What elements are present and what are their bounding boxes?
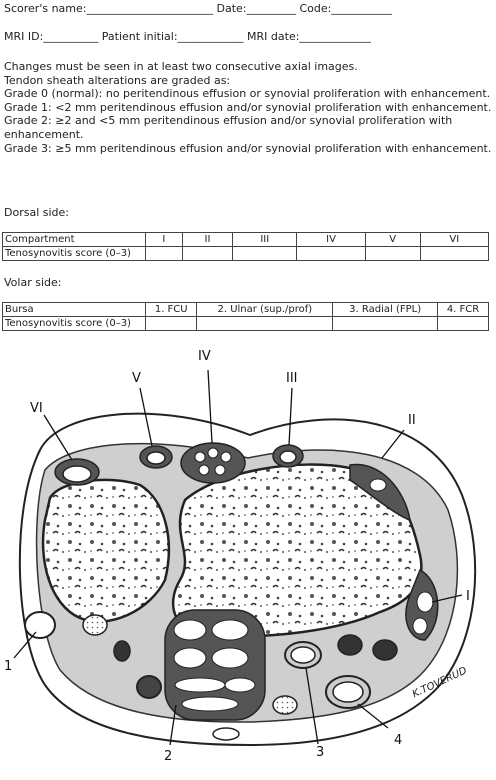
table-header-cell: Bursa	[2, 302, 146, 317]
radius-bone	[171, 463, 423, 638]
volar-score-table: Bursa 1. FCU 2. Ulnar (sup./prof) 3. Rad…	[2, 302, 489, 331]
label-4: 4	[394, 733, 402, 748]
instruction-line: Grade 1: <2 mm peritendinous effusion an…	[4, 100, 492, 114]
score-cell[interactable]	[364, 246, 421, 261]
pisiform-dotted	[82, 614, 108, 636]
compartment-V	[139, 445, 173, 469]
table-header-cell: Compartment	[2, 232, 146, 247]
label-II: II	[408, 413, 416, 428]
label-IV: IV	[198, 349, 211, 364]
grading-instructions: Changes must be seen in at least two con…	[4, 60, 492, 155]
table-header-cell: III	[232, 232, 298, 247]
trapezium-dotted	[272, 695, 298, 715]
fcr-tendon-inner	[332, 681, 364, 703]
compartment-VI	[54, 458, 100, 486]
score-cell[interactable]	[296, 246, 366, 261]
table-row: Tenosynovitis score (0–3)	[2, 316, 489, 331]
score-cell[interactable]	[437, 316, 489, 331]
table-header-cell: 2. Ulnar (sup./prof)	[196, 302, 334, 317]
leader-lines	[13, 369, 463, 746]
table-header-cell: IV	[296, 232, 366, 247]
palmaris-tendon	[212, 727, 240, 741]
instruction-line: Grade 2: ≥2 and <5 mm peritendinous effu…	[4, 114, 453, 141]
volar-side-title: Volar side:	[4, 276, 62, 289]
table-header-cell: VI	[419, 232, 490, 247]
score-cell[interactable]	[332, 316, 439, 331]
table-header-cell: II	[181, 232, 234, 247]
compartment-III	[272, 444, 304, 468]
label-V: V	[132, 371, 141, 386]
radial-artery	[337, 634, 363, 656]
dorsal-score-table: Compartment I II III IV V VI Tenosynovit…	[2, 232, 490, 261]
table-row-label: Tenosynovitis score (0–3)	[2, 316, 146, 331]
ulnar-nerve	[136, 675, 162, 699]
instruction-line: Changes must be seen in at least two con…	[4, 60, 358, 73]
score-cell[interactable]	[419, 246, 490, 261]
score-cell[interactable]	[145, 246, 183, 261]
dorsal-side-title: Dorsal side:	[4, 206, 69, 219]
table-row-label: Tenosynovitis score (0–3)	[2, 246, 146, 261]
instruction-line: Tendon sheath alterations are graded as:	[4, 73, 231, 87]
score-cell[interactable]	[232, 246, 298, 261]
scaphoid-tubercle	[372, 639, 398, 661]
fcu-tendon	[24, 611, 56, 639]
label-I: I	[466, 589, 470, 604]
mri-header-line: MRI ID:__________ Patient initial:______…	[4, 30, 371, 43]
label-2: 2	[164, 749, 172, 764]
compartment-IV	[180, 442, 246, 484]
table-header-cell: I	[145, 232, 183, 247]
table-header-cell: V	[364, 232, 421, 247]
label-VI: VI	[30, 401, 43, 416]
table-row: Compartment I II III IV V VI	[2, 232, 490, 247]
score-cell[interactable]	[181, 246, 234, 261]
score-cell[interactable]	[196, 316, 334, 331]
table-header-cell: 1. FCU	[144, 302, 198, 317]
label-3: 3	[316, 745, 324, 760]
wrist-cross-section-diagram: VI V IV III II I 1 2 3 4 K.TOVERUD	[4, 349, 477, 764]
ulnar-artery	[113, 640, 131, 662]
label-III: III	[286, 371, 298, 386]
ulna-bone	[41, 478, 171, 623]
scorer-header-line: Scorer's name:_______________________ Da…	[4, 2, 392, 15]
table-row: Tenosynovitis score (0–3)	[2, 246, 490, 261]
label-1: 1	[4, 659, 12, 674]
ulnar-bursa-flexor-group	[164, 609, 266, 721]
table-row: Bursa 1. FCU 2. Ulnar (sup./prof) 3. Rad…	[2, 302, 489, 317]
compartment-II	[349, 463, 411, 522]
table-header-cell: 3. Radial (FPL)	[332, 302, 439, 317]
compartment-I	[405, 568, 439, 641]
instruction-line: Grade 0 (normal): no peritendinous effus…	[4, 87, 491, 101]
instruction-line: Grade 3: ≥5 mm peritendinous effusion an…	[4, 141, 492, 155]
table-header-cell: 4. FCR	[437, 302, 489, 317]
score-cell[interactable]	[144, 316, 198, 331]
fpl-tendon-inner	[290, 646, 316, 664]
